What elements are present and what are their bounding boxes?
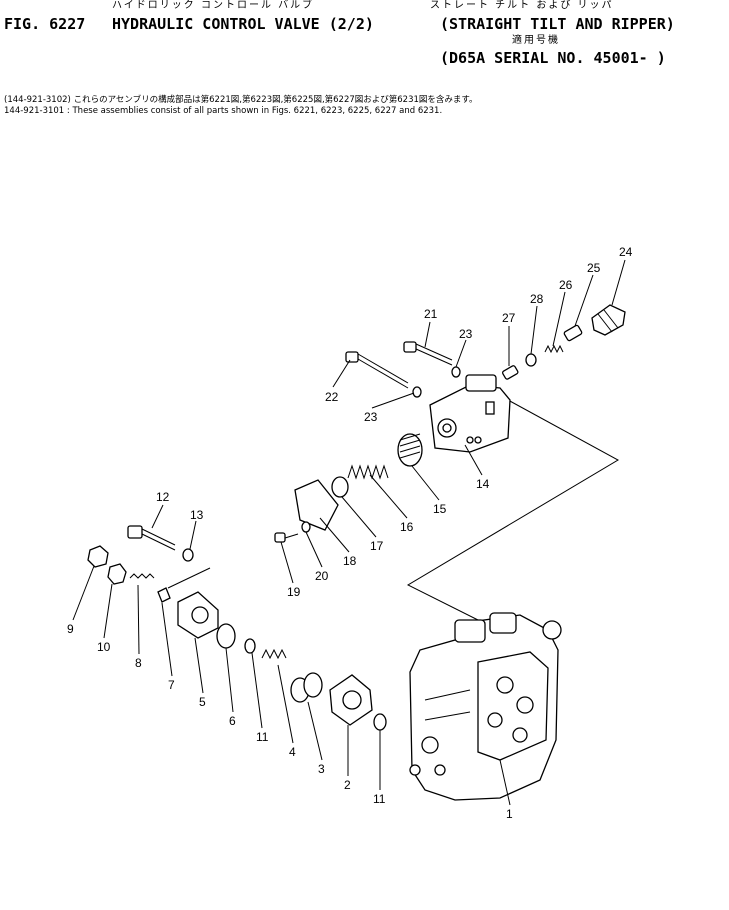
callout-11a: 11	[256, 730, 269, 744]
callout-8: 8	[135, 656, 142, 670]
part-23-washer-a	[451, 366, 461, 378]
part-5-cover	[177, 591, 219, 639]
part-24-plug	[591, 304, 626, 336]
callout-15: 15	[433, 502, 447, 516]
subtitle-jp: ストレート チルト および リッパ	[430, 0, 614, 11]
part-28-o-ring	[525, 353, 537, 367]
figure-number: FIG. 6227	[4, 15, 86, 33]
note-en: 144-921-3101 : These assemblies consist …	[4, 107, 442, 116]
part-18-cover	[294, 479, 339, 531]
note-jp: (144-921-3102) これらのアセンブリの構成部品は第6221図,第62…	[4, 96, 478, 105]
callout-3: 3	[318, 762, 325, 776]
part-12-bolt	[127, 525, 176, 551]
serial-number: (D65A SERIAL NO. 45001- )	[440, 49, 666, 67]
callout-18: 18	[343, 554, 357, 568]
part-25-sleeve	[563, 324, 583, 342]
title-jp: ハイドロリック コントロール バルブ	[112, 0, 315, 11]
callout-2: 2	[344, 778, 351, 792]
callout-12: 12	[156, 490, 170, 504]
callouts: 1 2 3 4 5 6 7 8 9 10 11 11 12 13 14 15 1…	[67, 245, 633, 821]
callout-16: 16	[400, 520, 414, 534]
part-4-spring	[261, 648, 287, 660]
callout-17: 17	[370, 539, 384, 553]
part-6-washer	[216, 623, 236, 649]
part-22-bolt	[345, 351, 409, 389]
part-20-washer	[301, 521, 311, 533]
note-en-text: These assemblies consist of all parts sh…	[72, 106, 443, 116]
callout-5: 5	[199, 695, 206, 709]
note-jp-text: これらのアセンブリの構成部品は第6221図,第6223図,第6225図,第622…	[73, 95, 478, 105]
callout-24: 24	[619, 245, 633, 259]
part-17-o-ring	[331, 476, 349, 498]
part-3-sleeve	[290, 672, 323, 703]
part-10-nut	[107, 563, 127, 585]
page-subtitle: (STRAIGHT TILT AND RIPPER)	[440, 15, 675, 33]
callout-14: 14	[476, 477, 490, 491]
callout-23b: 23	[364, 410, 378, 424]
part-16-spring	[347, 464, 389, 480]
part-14-valve-section	[429, 374, 511, 453]
callout-21: 21	[424, 307, 438, 321]
callout-1: 1	[506, 807, 513, 821]
callout-4: 4	[289, 745, 296, 759]
callout-20: 20	[315, 569, 329, 583]
applicable-jp: 適用号機	[512, 35, 560, 46]
part-9-nut	[87, 545, 109, 568]
part-15-spring-seat	[397, 433, 423, 467]
assembly-link-line	[406, 399, 620, 626]
callout-23a: 23	[459, 327, 473, 341]
part-2-cover	[329, 674, 373, 726]
callout-11b: 11	[373, 792, 386, 806]
callout-19: 19	[287, 585, 301, 599]
callout-26: 26	[559, 278, 573, 292]
callout-10: 10	[97, 640, 111, 654]
part-11-o-ring-a	[244, 638, 256, 654]
part-1-valve-body	[409, 612, 562, 801]
callout-6: 6	[229, 714, 236, 728]
part-19-bolt	[274, 532, 299, 543]
callout-7: 7	[168, 678, 175, 692]
part-11-o-ring-b	[373, 713, 387, 731]
callout-13: 13	[190, 508, 204, 522]
leader-lines	[72, 259, 626, 806]
page-title: HYDRAULIC CONTROL VALVE (2/2)	[112, 15, 374, 33]
note-jp-code: (144-921-3102)	[4, 95, 71, 105]
part-23-washer-b	[412, 386, 422, 398]
callout-9: 9	[67, 622, 74, 636]
callout-25: 25	[587, 261, 601, 275]
callout-28: 28	[530, 292, 544, 306]
part-13-washer	[182, 548, 194, 562]
callout-27: 27	[502, 311, 516, 325]
part-8-screw	[129, 573, 155, 579]
part-27-poppet	[502, 365, 519, 380]
part-21-bolt	[403, 341, 453, 366]
callout-22: 22	[325, 390, 339, 404]
assembly-link-line-left	[167, 567, 211, 589]
part-26-spring	[544, 344, 564, 354]
part-7-seat	[157, 587, 171, 603]
note-en-code: 144-921-3101 :	[4, 106, 70, 116]
